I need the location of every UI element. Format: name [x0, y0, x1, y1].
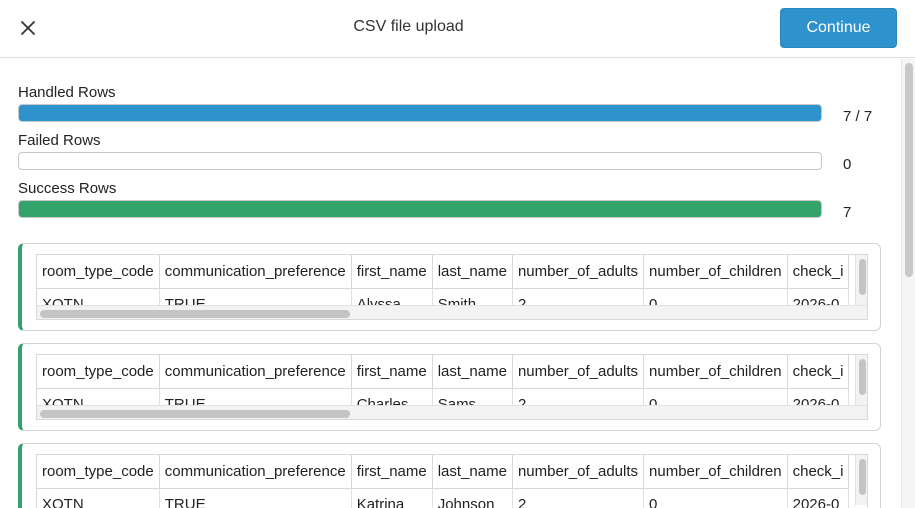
- page-scrollbar-thumb[interactable]: [905, 63, 913, 277]
- column-header: last_name: [432, 355, 513, 389]
- column-header: communication_preference: [159, 355, 352, 389]
- failed-rows-count: 0: [843, 156, 852, 173]
- table-cell: Johnson: [432, 488, 513, 508]
- table-vertical-scrollbar[interactable]: [855, 455, 867, 505]
- column-header: check_i: [787, 255, 850, 289]
- vertical-scrollbar-thumb[interactable]: [859, 259, 866, 295]
- handled-rows-bar: [18, 104, 822, 122]
- row-table-frame: room_type_code communication_preference …: [36, 354, 868, 420]
- page-title: CSV file upload: [353, 18, 464, 35]
- column-header: room_type_code: [37, 455, 160, 489]
- failed-rows-progress: Failed Rows 0: [18, 130, 888, 178]
- handled-rows-fill: [19, 105, 821, 121]
- success-rows-fill: [19, 201, 821, 217]
- column-header: communication_preference: [159, 455, 352, 489]
- continue-button[interactable]: Continue: [780, 8, 897, 48]
- success-rows-count: 7: [843, 204, 852, 221]
- table-cell: 0: [643, 488, 788, 508]
- failed-rows-label: Failed Rows: [18, 132, 101, 149]
- column-header: room_type_code: [37, 355, 160, 389]
- row-table-frame: room_type_code communication_preference …: [36, 254, 868, 320]
- column-header: communication_preference: [159, 255, 352, 289]
- table-vertical-scrollbar[interactable]: [855, 255, 867, 305]
- column-header: first_name: [351, 355, 433, 389]
- table-cell: 2026-0: [787, 488, 850, 508]
- column-header: check_i: [787, 355, 850, 389]
- close-button[interactable]: [14, 14, 42, 42]
- column-header: first_name: [351, 255, 433, 289]
- row-card: room_type_code communication_preference …: [18, 343, 881, 431]
- column-header: last_name: [432, 455, 513, 489]
- column-header: number_of_children: [643, 255, 788, 289]
- success-rows-bar: [18, 200, 822, 218]
- handled-rows-progress: Handled Rows 7 / 7: [18, 82, 888, 130]
- vertical-scrollbar-thumb[interactable]: [859, 359, 866, 395]
- success-rows-label: Success Rows: [18, 180, 117, 197]
- modal-header: CSV file upload Continue: [0, 0, 915, 58]
- success-rows-progress: Success Rows 7: [18, 178, 888, 226]
- column-header: number_of_adults: [512, 455, 645, 489]
- row-card: room_type_code communication_preference …: [18, 243, 881, 331]
- row-card: room_type_code communication_preference …: [18, 443, 881, 508]
- column-header: room_type_code: [37, 255, 160, 289]
- table-horizontal-scrollbar[interactable]: [37, 305, 867, 319]
- table-cell: Katrina: [351, 488, 433, 508]
- column-header: last_name: [432, 255, 513, 289]
- table-horizontal-scrollbar[interactable]: [37, 405, 867, 419]
- horizontal-scrollbar-thumb[interactable]: [40, 410, 350, 418]
- progress-section: Handled Rows 7 / 7 Failed Rows 0 Success…: [18, 82, 888, 226]
- column-header: number_of_children: [643, 355, 788, 389]
- column-header: first_name: [351, 455, 433, 489]
- handled-rows-label: Handled Rows: [18, 84, 116, 101]
- horizontal-scrollbar-thumb[interactable]: [40, 310, 350, 318]
- column-header: number_of_adults: [512, 355, 645, 389]
- column-header: number_of_adults: [512, 255, 645, 289]
- row-table-frame: room_type_code communication_preference …: [36, 454, 868, 508]
- close-icon: [21, 21, 35, 35]
- handled-rows-count: 7 / 7: [843, 108, 873, 125]
- column-header: number_of_children: [643, 455, 788, 489]
- failed-rows-bar: [18, 152, 822, 170]
- table-vertical-scrollbar[interactable]: [855, 355, 867, 405]
- column-header: check_i: [787, 455, 850, 489]
- row-table: room_type_code communication_preference …: [37, 455, 850, 508]
- vertical-scrollbar-thumb[interactable]: [859, 459, 866, 495]
- table-row: XOTN TRUE Katrina Johnson 2 0 2026-0: [37, 488, 850, 508]
- table-cell: XOTN: [37, 488, 160, 508]
- page-scrollbar[interactable]: [901, 59, 915, 508]
- table-cell: TRUE: [159, 488, 352, 508]
- table-cell: 2: [512, 488, 645, 508]
